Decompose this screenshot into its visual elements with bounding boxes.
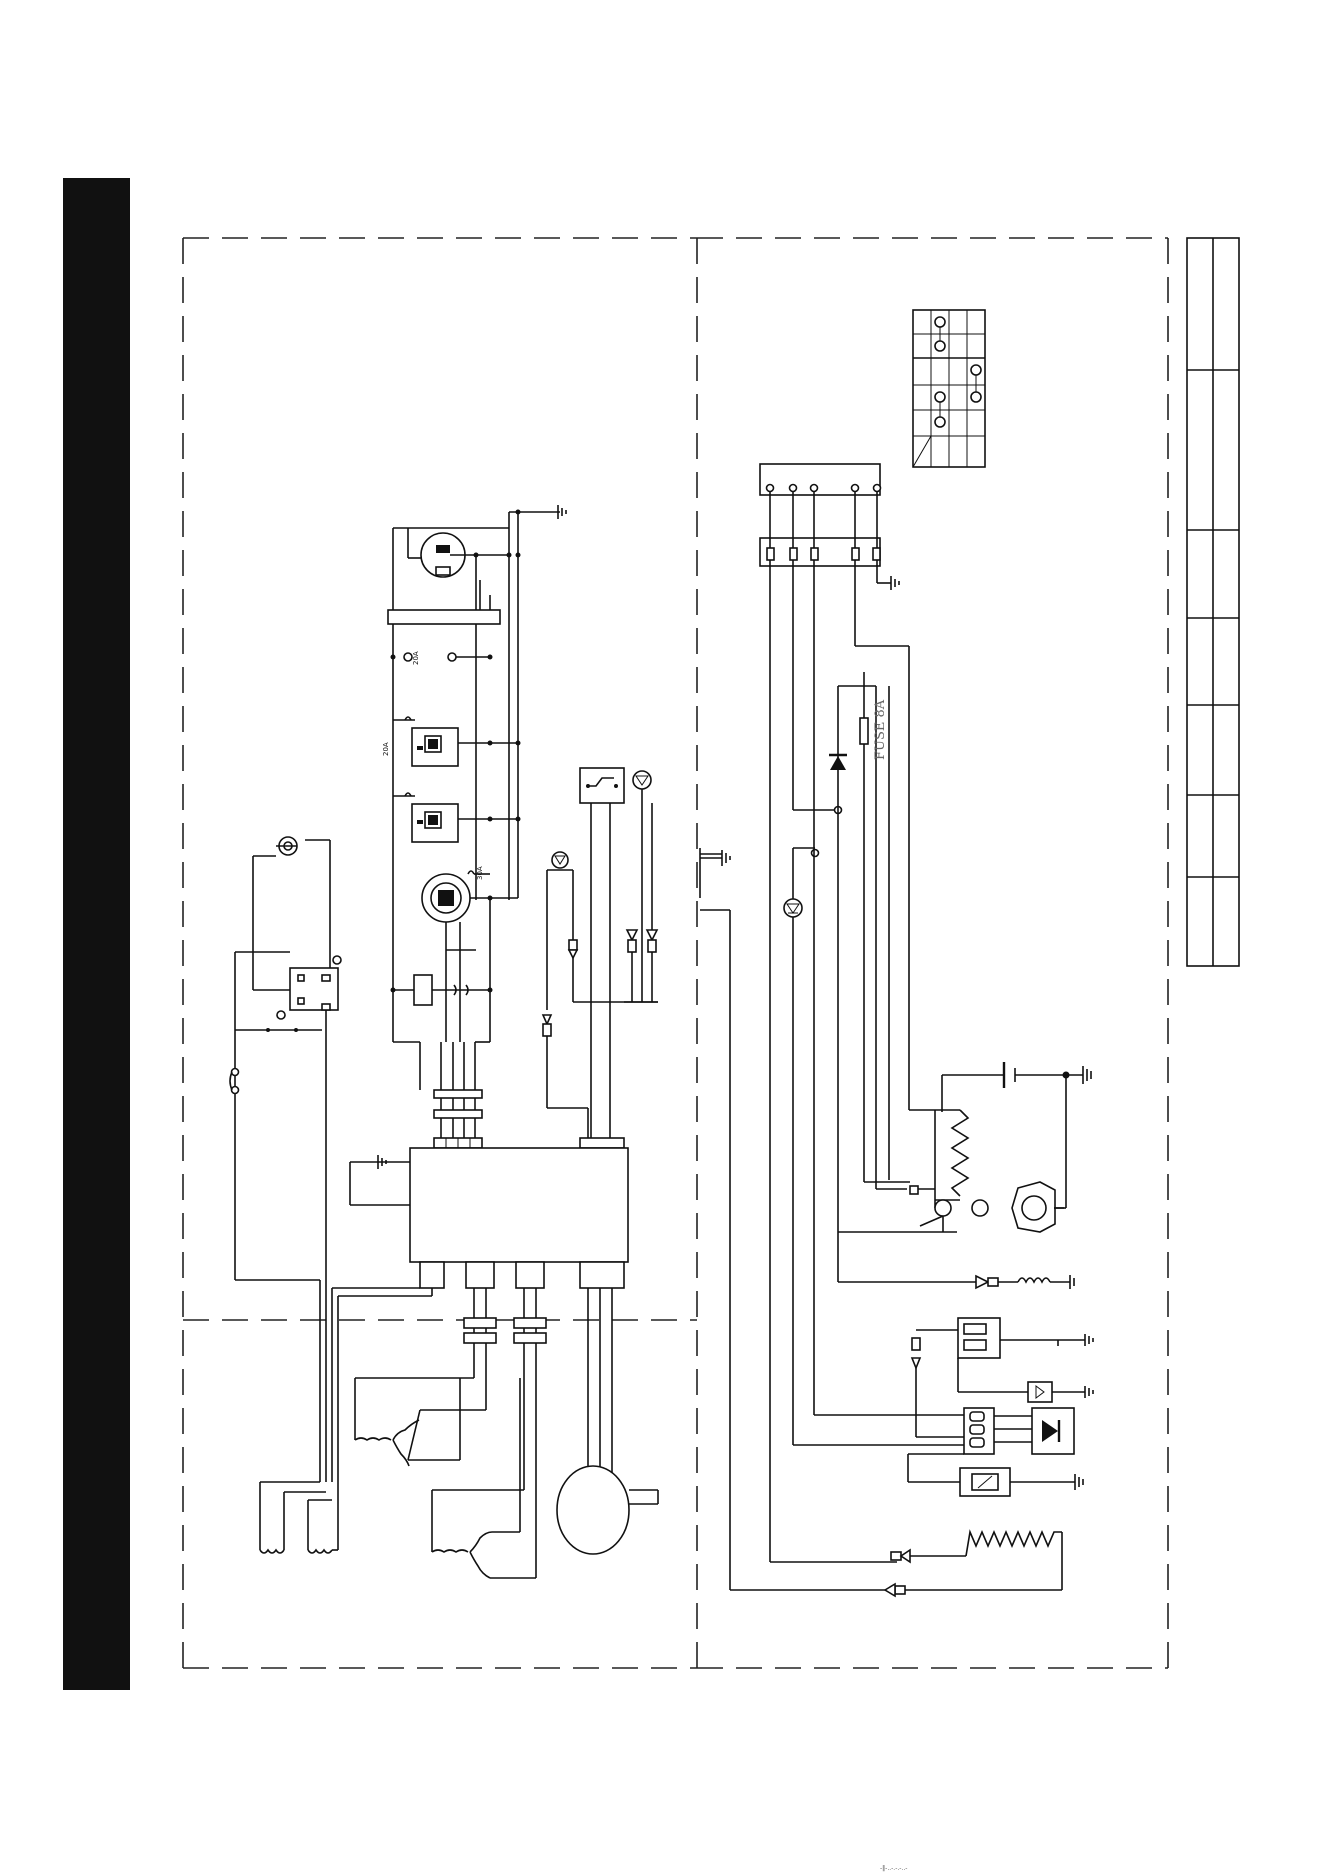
left-outer-wires	[235, 952, 432, 1482]
switch-position-grid	[913, 310, 985, 467]
terminal-block-top	[760, 464, 899, 590]
fuse-label: FUSE 8A	[873, 699, 888, 760]
starter-solenoid	[838, 1110, 988, 1232]
inverter-controller	[350, 1148, 628, 1262]
stator-winding-2	[432, 1378, 536, 1578]
cable-bundle-left	[434, 1042, 482, 1148]
bus-bar	[388, 580, 500, 624]
gfci-receptacle-2	[393, 793, 521, 842]
oil-sensor-box	[958, 1358, 1093, 1402]
regulator-box	[908, 1454, 1083, 1496]
dashed-frame-left	[183, 238, 697, 1668]
receptacle-twistlock-top	[408, 528, 512, 900]
receptacle-twistlock-bottom: 30A	[422, 866, 493, 1042]
circuit-breaker-box	[391, 975, 493, 1005]
panel-right-bus	[490, 510, 521, 899]
left-sidebar-bar	[63, 178, 130, 1690]
title-block-table	[1187, 238, 1239, 966]
terminal-pair-row: 20A	[391, 651, 493, 665]
alternator-drum	[557, 1466, 658, 1554]
starter-motor	[1012, 1182, 1064, 1232]
footer-fragment: -‖-..-.-.-..-	[880, 1865, 907, 1872]
gfci-receptacle-1: 20A	[382, 717, 521, 766]
diode-symbol	[829, 755, 847, 770]
ignition-coil-row	[838, 1275, 1074, 1289]
breaker-switch	[580, 768, 658, 1138]
breaker-20a-label: 20A	[382, 742, 390, 756]
breaker-upper-label: 20A	[412, 651, 420, 665]
controller-bottom-connectors	[420, 1262, 624, 1490]
pulse-coil-left	[260, 1482, 326, 1553]
rectifier-connector	[964, 1408, 1074, 1454]
indicator-lamp-right	[784, 899, 802, 917]
connector-controller-right	[580, 1138, 624, 1148]
spark-plug	[276, 837, 297, 855]
breaker-30a-label: 30A	[476, 866, 484, 880]
right-section-wires	[770, 560, 964, 1562]
indicator-lamp-left	[543, 852, 626, 1138]
engine-relay-box	[253, 840, 341, 1019]
stator-winding-1	[355, 1378, 486, 1466]
fuse-8a: FUSE 8A	[860, 672, 888, 1182]
